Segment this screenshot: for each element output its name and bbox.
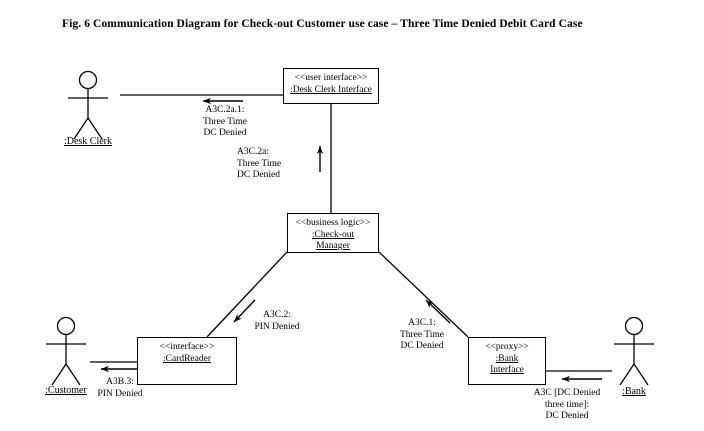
message-line2: PIN Denied [97, 388, 143, 399]
message-line3: DC Denied [545, 411, 589, 421]
node-bank-interface[interactable]: <<proxy>> :Bank Interface [468, 337, 546, 385]
message-line2: three time]: [544, 399, 590, 410]
node-desk-clerk-interface[interactable]: <<user interface>> :Desk Clerk Interface [283, 68, 379, 104]
message-label-a3c: A3C [DC Denied three time]: DC Denied [522, 388, 612, 423]
node-stereotype: <<proxy>> [485, 342, 529, 352]
message-label-a3c-2: A3C.2: PIN Denied [239, 310, 315, 333]
message-line1: A3C.1: [408, 318, 436, 328]
message-line2: Three Time [202, 116, 248, 127]
message-line1: A3B.3: [106, 377, 134, 387]
node-card-reader[interactable]: <<interface>> :CardReader [137, 337, 237, 385]
link-manager-bankinterface [378, 251, 469, 338]
actor-desk-clerk-figure [68, 70, 108, 140]
message-line1: A3C.2a.1: [205, 105, 245, 115]
actor-label-customer: :Customer [45, 385, 87, 396]
node-stereotype: <<user interface>> [294, 73, 368, 83]
actor-label-desk-clerk: :Desk Clerk [63, 136, 113, 147]
message-line3: DC Denied [203, 128, 247, 138]
node-name-line1: :Bank [495, 353, 519, 364]
message-line1: A3C.2a: [237, 147, 269, 157]
message-label-a3c-2a: A3C.2a: Three Time DC Denied [237, 147, 311, 182]
figure-title: Fig. 6 Communication Diagram for Check-o… [62, 18, 583, 30]
node-name: :CardReader [162, 353, 211, 364]
actor-customer-figure [46, 316, 86, 386]
message-line3: DC Denied [237, 170, 281, 180]
node-stereotype: <<interface>> [159, 342, 215, 352]
message-line2: Three Time [237, 158, 282, 169]
message-label-a3c-2a-1: A3C.2a.1: Three Time DC Denied [190, 105, 260, 140]
node-check-out-manager[interactable]: <<business logic>> :Check-out Manager [287, 213, 379, 253]
actor-label-bank: :Bank [622, 386, 646, 397]
node-name-line2: Interface [490, 365, 524, 375]
message-label-a3b-3: A3B.3: PIN Denied [87, 377, 153, 400]
message-label-a3c-1: A3C.1: Three Time DC Denied [385, 318, 459, 353]
node-stereotype: <<business logic>> [295, 218, 371, 228]
node-name-line2: Manager [316, 241, 350, 251]
message-line2: PIN Denied [254, 321, 300, 332]
actor-bank-figure [614, 316, 654, 386]
node-name: :Desk Clerk Interface [290, 84, 372, 95]
link-manager-cardreader [206, 251, 288, 338]
message-line2: Three Time [399, 329, 445, 340]
arrow-a3c-1 [425, 299, 451, 324]
arrow-a3c-2 [233, 299, 256, 323]
message-line3: DC Denied [400, 341, 444, 351]
node-name-line1: :Check-out [311, 229, 355, 240]
message-line1: A3C.2: [263, 310, 291, 320]
message-line1: A3C [DC Denied [533, 388, 601, 398]
